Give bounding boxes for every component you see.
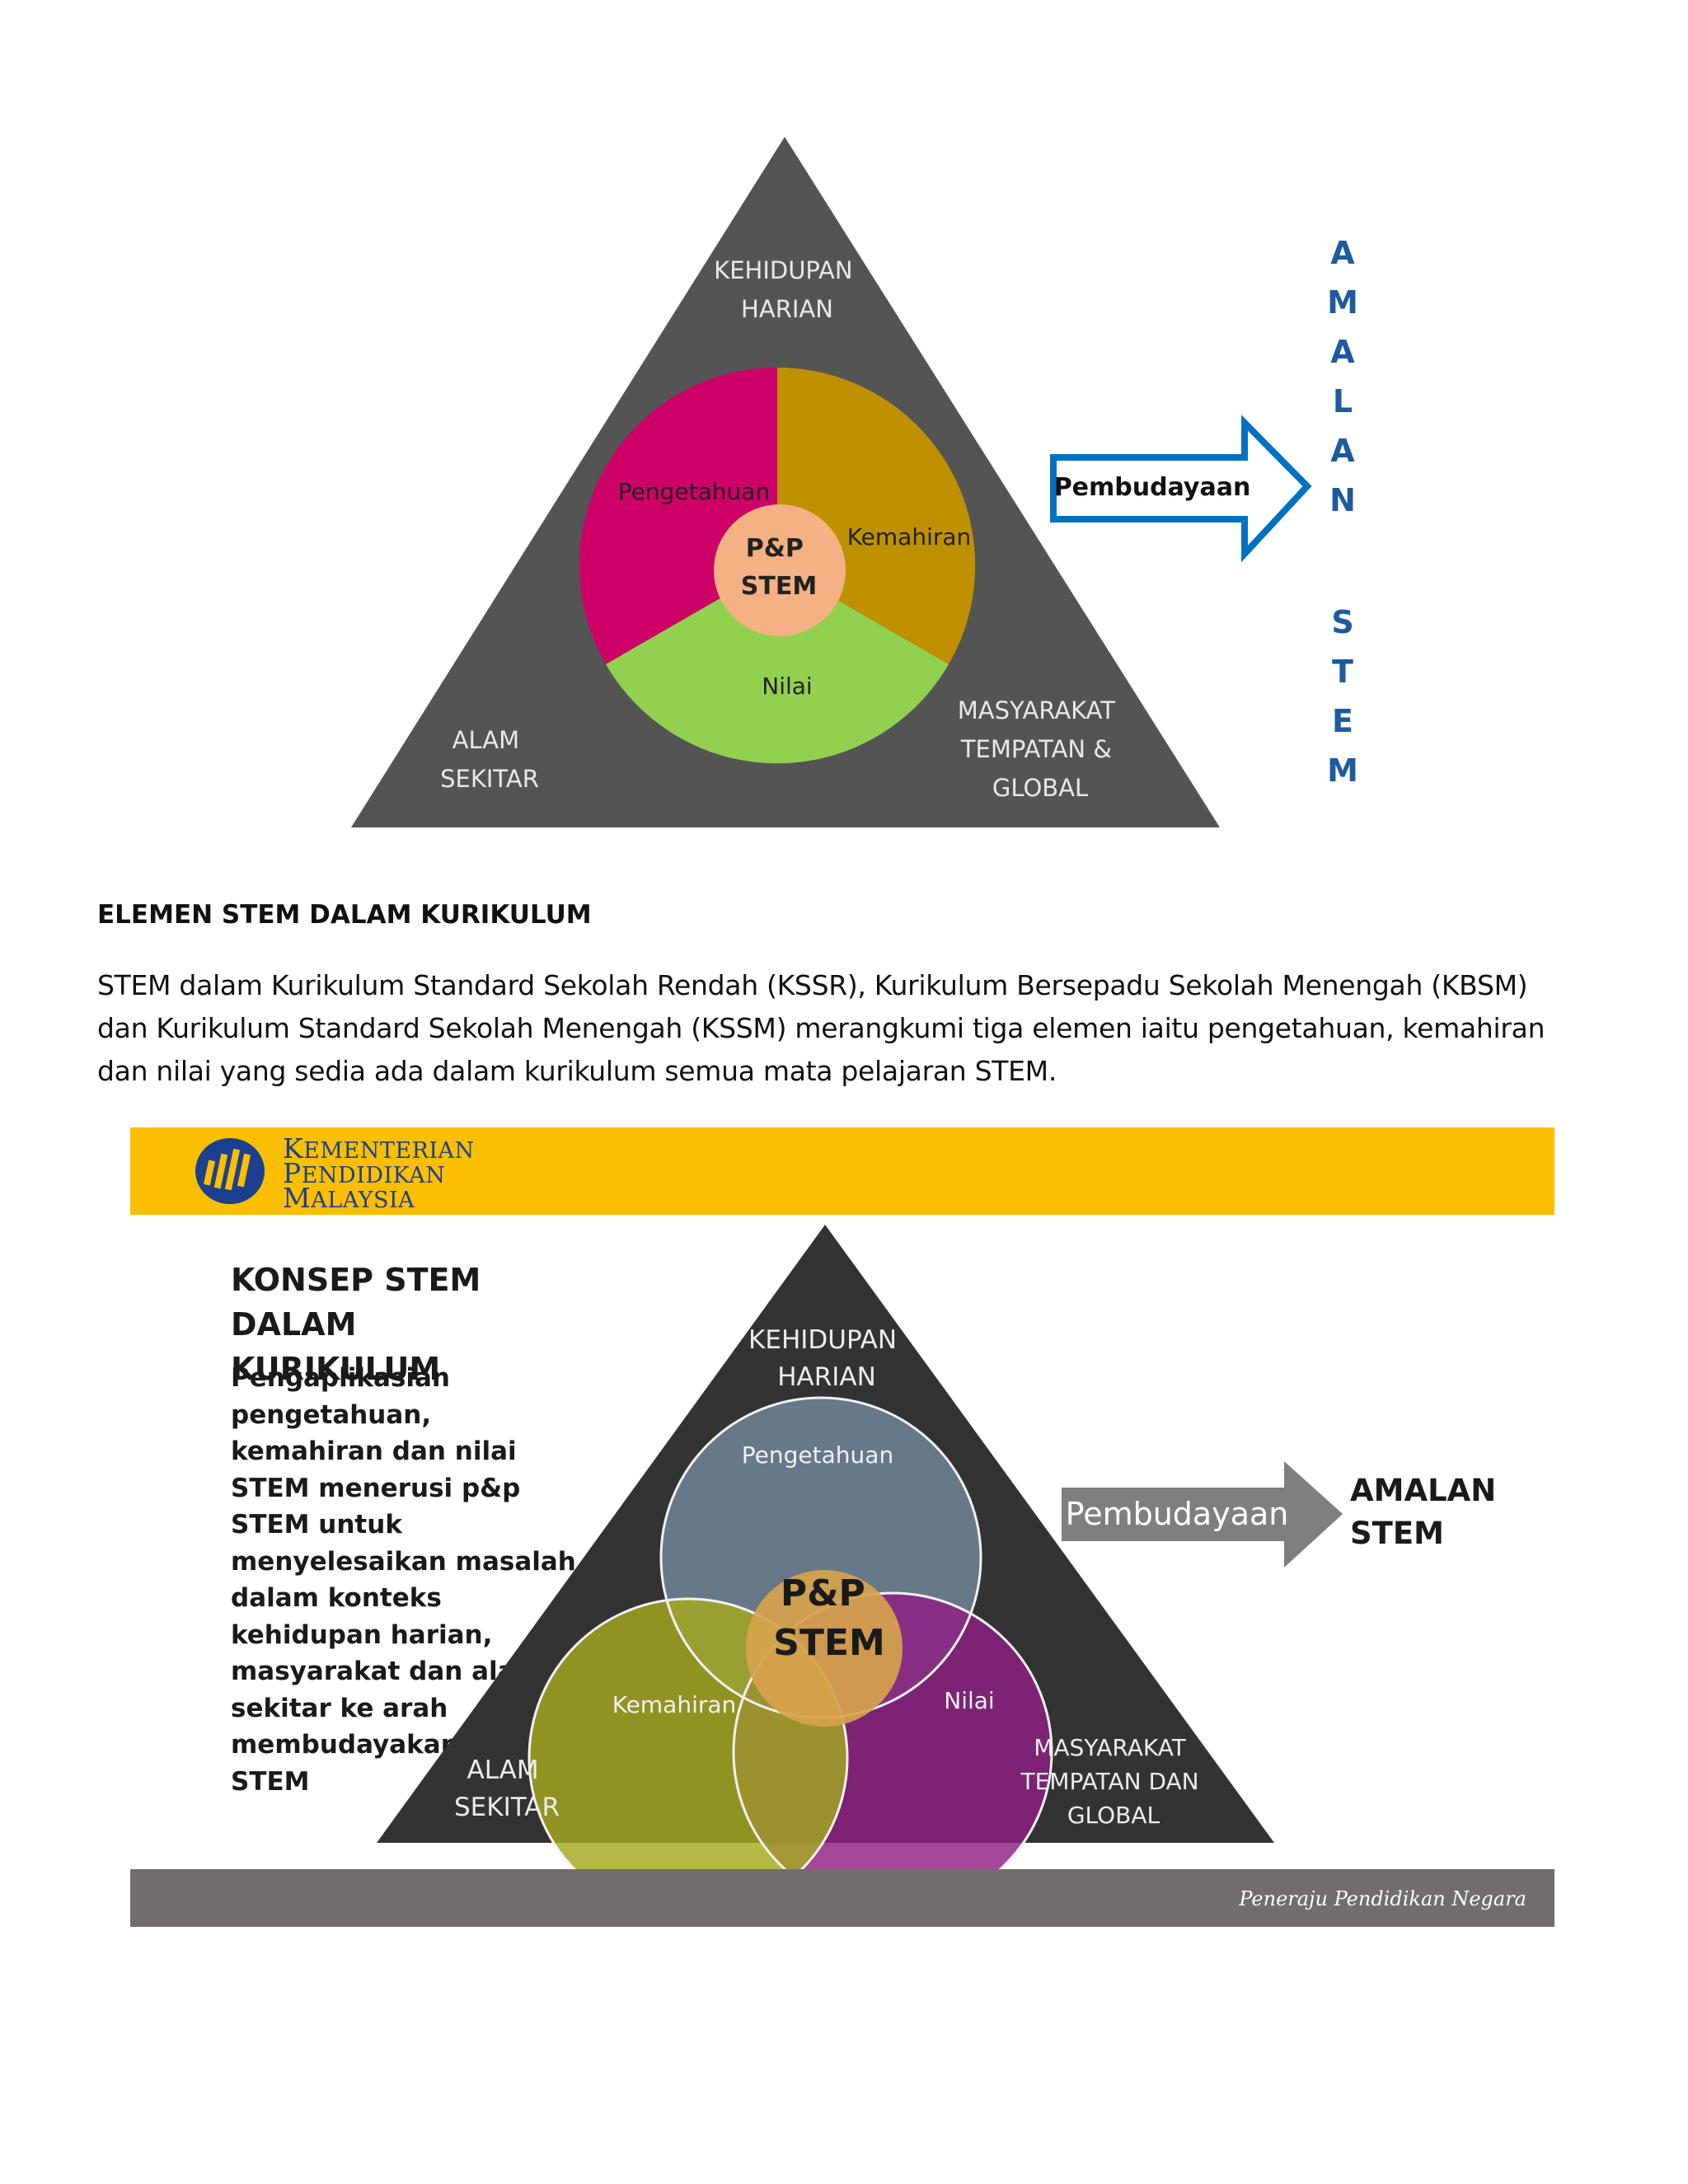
logo-line-rest: EMENTERIAN xyxy=(303,1138,475,1164)
amalan-stem-vertical: A M A L A N S T E M xyxy=(1327,235,1358,789)
logo-line: KEMENTERIAN xyxy=(283,1135,475,1164)
vertical-letter: A xyxy=(1330,334,1355,370)
logo-line-cap: P xyxy=(283,1157,302,1189)
vertical-letter: N xyxy=(1329,482,1356,518)
circle-kemahiran-label: Kemahiran xyxy=(612,1691,737,1718)
right-label: MASYARAKAT TEMPATAN & GLOBAL xyxy=(958,696,1123,802)
segment-pengetahuan-label: Pengetahuan xyxy=(618,478,770,505)
section-paragraph: STEM dalam Kurikulum Standard Sekolah Re… xyxy=(97,969,1545,1087)
vertical-letter: A xyxy=(1330,433,1355,469)
vertical-letter: E xyxy=(1332,703,1353,739)
logo-line-rest: ALAYSIA xyxy=(311,1188,415,1213)
logo-line: MALAYSIA xyxy=(283,1184,475,1213)
slide-result-label: AMALAN STEM xyxy=(1350,1473,1507,1551)
vertical-letter: L xyxy=(1333,383,1353,419)
top-label: KEHIDUPAN HARIAN xyxy=(714,256,860,323)
kpm-logo-text: KEMENTERIAN PENDIDIKAN MALAYSIA xyxy=(283,1135,475,1213)
slide-description: Pengaplikasian pengetahuan, kemahiran da… xyxy=(231,1363,576,1797)
slide-center-label: P&P STEM xyxy=(773,1572,885,1664)
logo-line: PENDIDIKAN xyxy=(283,1160,475,1188)
vertical-letter: M xyxy=(1327,284,1358,321)
section-heading: ELEMEN STEM DALAM KURIKULUM xyxy=(97,900,592,930)
segment-nilai xyxy=(606,565,949,764)
vertical-letter: S xyxy=(1331,604,1353,640)
segment-nilai-label: Nilai xyxy=(762,673,812,700)
slide-right-label: MASYARAKAT TEMPATAN DAN GLOBAL xyxy=(1020,1734,1206,1829)
kpm-logo-emblem xyxy=(195,1138,265,1204)
center-circle xyxy=(714,504,846,636)
vertical-letter: M xyxy=(1327,752,1358,789)
circle-nilai-outline xyxy=(732,1591,1053,1869)
circle-nilai-label: Nilai xyxy=(944,1687,994,1714)
slide-pembudayaan-label: Pembudayaan xyxy=(1066,1496,1289,1532)
slide-left-label: ALAM SEKITAR xyxy=(454,1755,560,1822)
vertical-letter: A xyxy=(1330,235,1355,271)
slide-title-line: KURIKULUM xyxy=(231,1351,441,1387)
diagram-stem-elements: KEHIDUPAN HARIAN ALAM SEKITAR MASYARAKAT… xyxy=(351,137,1358,827)
segment-kemahiran-label: Kemahiran xyxy=(847,523,972,551)
slide-title-line: KONSEP STEM DALAM xyxy=(231,1262,481,1343)
left-label: ALAM SEKITAR xyxy=(440,726,539,793)
vertical-letter: T xyxy=(1332,654,1353,690)
center-circle xyxy=(746,1570,903,1727)
logo-line-rest: ENDIDIKAN xyxy=(301,1163,446,1188)
slide-header-bar: KEMENTERIAN PENDIDIKAN MALAYSIA xyxy=(130,1127,1554,1215)
slide-footer-bar: Peneraju Pendidikan Negara xyxy=(130,1869,1554,1927)
logo-line-cap: M xyxy=(283,1182,312,1214)
pembudayaan-arrow-label: Pembudayaan xyxy=(1054,473,1251,502)
slide-top-label: KEHIDUPAN HARIAN xyxy=(748,1325,905,1392)
venn-triangle-diagram: KEHIDUPAN HARIAN ALAM SEKITAR MASYARAKAT… xyxy=(377,1225,1507,1869)
konsep-stem-slide: KEMENTERIAN PENDIDIKAN MALAYSIA KONSEP S… xyxy=(130,1127,1554,1931)
logo-line-cap: K xyxy=(283,1132,304,1165)
footer-slogan: Peneraju Pendidikan Negara xyxy=(1239,1887,1526,1910)
slide-pembudayaan-arrow xyxy=(1062,1461,1343,1568)
circle-pengetahuan-label: Pengetahuan xyxy=(742,1441,893,1469)
circle-kemahiran-outline xyxy=(528,1597,849,1869)
pembudayaan-arrow xyxy=(1050,415,1312,563)
center-label: P&P STEM xyxy=(741,534,817,601)
slide-title: KONSEP STEM DALAM KURIKULUM xyxy=(231,1258,593,1391)
